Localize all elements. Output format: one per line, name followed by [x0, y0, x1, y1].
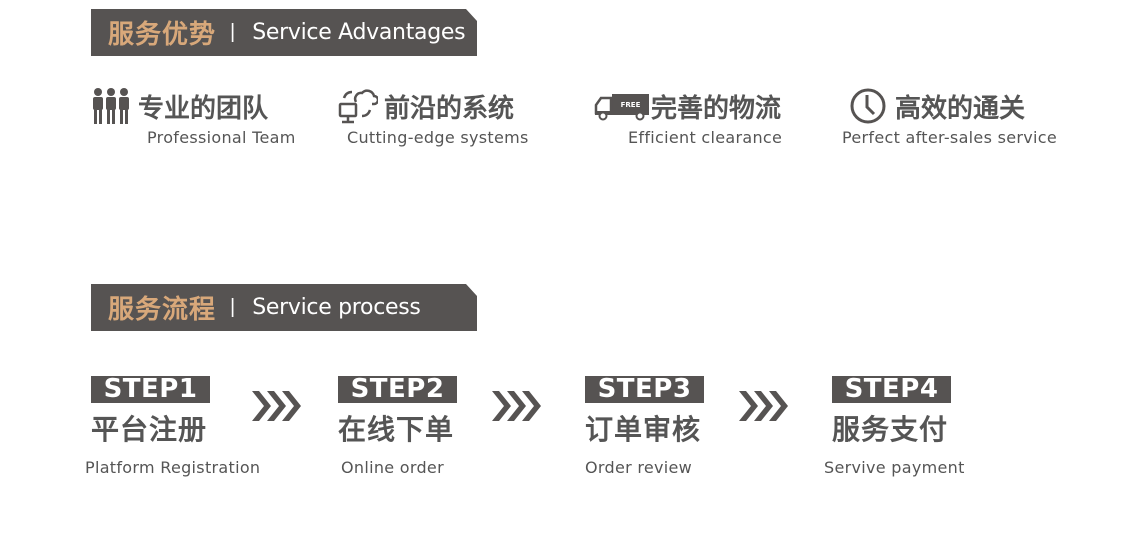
step-subtitle: Platform Registration — [85, 458, 261, 477]
advantage-title: 专业的团队 — [138, 93, 269, 124]
section-title-cn: 服务流程 — [108, 295, 217, 325]
triple-chevron-right-icon — [252, 391, 301, 421]
cloud-computer-icon — [336, 86, 378, 126]
advantage-title: 前沿的系统 — [384, 93, 515, 124]
step-subtitle: Order review — [585, 458, 693, 477]
advantage-subtitle: Professional Team — [147, 128, 296, 147]
advantage-item-systems: 前沿的系统 Cutting-edge systems — [336, 86, 529, 147]
step-badge: STEP1 — [91, 376, 210, 403]
process-step-2: STEP2 在线下单 Online order — [338, 376, 457, 477]
step-badge: STEP4 — [832, 376, 951, 403]
advantage-subtitle: Efficient clearance — [628, 128, 783, 147]
advantage-item-logistics: FREE 完善的物流 Efficient clearance — [593, 86, 782, 147]
advantage-subtitle: Perfect after-sales service — [842, 128, 1057, 147]
advantage-item-clearance: 高效的通关 Perfect after-sales service — [842, 86, 1057, 147]
process-step-3: STEP3 订单审核 Order review — [585, 376, 704, 477]
step-title: 在线下单 — [338, 413, 455, 446]
step-badge: STEP2 — [338, 376, 457, 403]
step-subtitle: Online order — [341, 458, 444, 477]
process-step-4: STEP4 服务支付 Servive payment — [824, 376, 965, 478]
advantage-title: 完善的物流 — [651, 93, 782, 124]
step-title: 服务支付 — [832, 413, 949, 446]
section-title-cn: 服务优势 — [108, 20, 217, 50]
team-icon — [90, 86, 132, 126]
truck-label: FREE — [621, 101, 641, 109]
step-badge: STEP3 — [585, 376, 704, 403]
step-subtitle: Servive payment — [824, 458, 965, 477]
clock-icon — [847, 86, 889, 126]
title-separator: | — [230, 21, 236, 43]
title-separator: | — [230, 296, 236, 318]
step-title: 平台注册 — [91, 413, 208, 446]
advantage-item-team: 专业的团队 Professional Team — [90, 86, 296, 147]
advantages-section-header: 服务优势 | Service Advantages — [91, 9, 477, 56]
step-title: 订单审核 — [585, 413, 702, 446]
free-delivery-truck-icon: FREE — [593, 86, 651, 126]
triple-chevron-right-icon — [739, 391, 788, 421]
advantage-title: 高效的通关 — [895, 93, 1026, 124]
section-title-en: Service Advantages — [252, 20, 466, 45]
advantage-subtitle: Cutting-edge systems — [347, 128, 529, 147]
triple-chevron-right-icon — [492, 391, 541, 421]
section-title-en: Service process — [252, 295, 421, 320]
process-section-header: 服务流程 | Service process — [91, 284, 477, 331]
process-step-1: STEP1 平台注册 Platform Registration — [85, 376, 260, 478]
